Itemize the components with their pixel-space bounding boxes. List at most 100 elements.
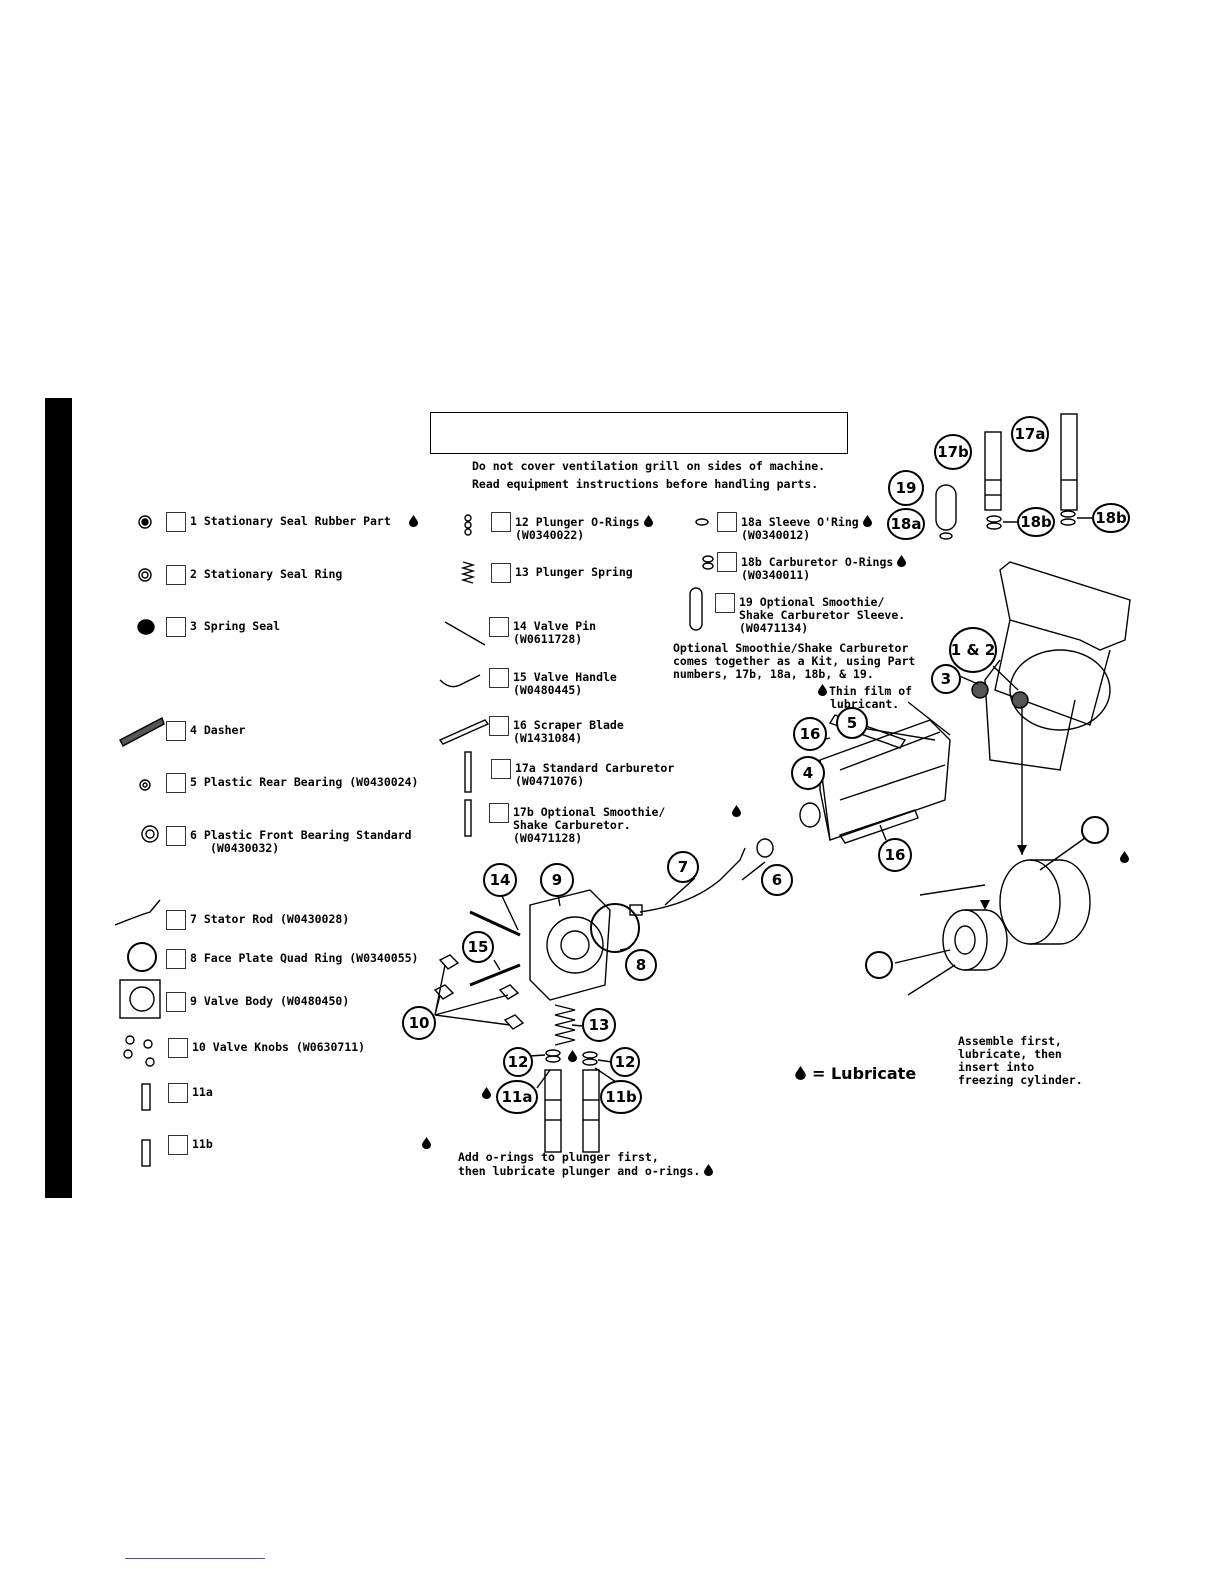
part-16-label: 16 Scraper Blade — [513, 718, 624, 732]
part-2-row[interactable]: 2 Stationary Seal Ring — [166, 565, 342, 585]
plunger-spring-drawing — [554, 1004, 576, 1046]
part-16-row[interactable]: 16 Scraper Blade(W1431084) — [489, 716, 624, 745]
callout-8: 8 — [636, 956, 646, 974]
callout-7: 7 — [678, 858, 688, 876]
seal-ring-small-drawing — [942, 909, 1008, 971]
part-17a-row[interactable]: 17a Standard Carburetor(W0471076) — [491, 759, 674, 788]
stator-rod-end — [629, 904, 643, 916]
checkbox-part-13[interactable] — [491, 563, 511, 583]
part-11b-label: 11b — [192, 1137, 213, 1151]
part-7-label: 7 Stator Rod (W0430028) — [190, 912, 350, 926]
checkbox-part-5[interactable] — [166, 773, 186, 793]
callout-10: 10 — [409, 1014, 430, 1032]
checkbox-part-4[interactable] — [166, 721, 186, 741]
part-19-code: (W0471134) — [739, 621, 809, 635]
checkbox-part-16[interactable] — [489, 716, 509, 736]
sleeve-19-drawing — [935, 484, 957, 531]
checkbox-part-11b[interactable] — [168, 1135, 188, 1155]
legend-text: = Lubricate — [812, 1064, 917, 1083]
part-9-row[interactable]: 9 Valve Body (W0480450) — [166, 992, 349, 1012]
callout-9: 9 — [552, 871, 562, 889]
checkbox-part-2[interactable] — [166, 565, 186, 585]
plunger-11a-icon — [141, 1083, 151, 1111]
callout-5: 5 — [847, 714, 857, 732]
callout-19: 19 — [896, 479, 917, 497]
part-8-row[interactable]: 8 Face Plate Quad Ring (W0340055) — [166, 949, 418, 969]
part-14-label: 14 Valve Pin — [513, 619, 597, 633]
checkbox-part-17a[interactable] — [491, 759, 511, 779]
part-15-row[interactable]: 15 Valve Handle(W0480445) — [489, 668, 617, 697]
part-4-row[interactable]: 4 Dasher — [166, 721, 245, 741]
callout-16-top: 16 — [800, 725, 821, 743]
lubricate-drop-icon — [818, 684, 827, 696]
checkbox-part-14[interactable] — [489, 617, 509, 637]
part-5-label: 5 Plastic Rear Bearing (W0430024) — [190, 775, 419, 789]
checkbox-part-8[interactable] — [166, 949, 186, 969]
part-11a-row[interactable]: 11a — [168, 1083, 213, 1103]
part-12-row[interactable]: 12 Plunger O-Rings(W0340022) — [491, 512, 653, 542]
part-12-code: (W0340022) — [515, 528, 585, 542]
part-1-row[interactable]: 1 Stationary Seal Rubber Part — [166, 512, 418, 532]
part-11a-label: 11a — [192, 1085, 213, 1099]
seal-ring-icon — [138, 568, 152, 582]
plunger-11b-drawing — [582, 1069, 600, 1153]
part-18a-code: (W0340012) — [741, 528, 811, 542]
part-18a-row[interactable]: 18a Sleeve O'Ring(W0340012) — [717, 512, 872, 542]
part-18b-row[interactable]: 18b Carburetor O-Rings(W0340011) — [717, 552, 907, 582]
valve-body-icon — [119, 979, 161, 1019]
checkbox-part-18b[interactable] — [717, 552, 737, 572]
plunger-note: Add o-rings to plunger first, then lubri… — [458, 1151, 714, 1178]
quad-ring-icon — [127, 942, 157, 972]
assemble-note: Assemble first, lubricate, then insert i… — [958, 1035, 1083, 1087]
spring-seal-drawing — [971, 681, 989, 699]
checkbox-part-11a[interactable] — [168, 1083, 188, 1103]
sleeve-icon — [689, 587, 703, 631]
scraper-blade-top — [828, 714, 907, 749]
checkbox-part-6[interactable] — [166, 826, 186, 846]
part-7-row[interactable]: 7 Stator Rod (W0430028) — [166, 910, 349, 930]
part-6-row[interactable]: 6 Plastic Front Bearing Standard(W043003… — [166, 826, 412, 855]
part-3-label: 3 Spring Seal — [190, 619, 281, 633]
checkbox-part-1[interactable] — [166, 512, 186, 532]
checkbox-part-9[interactable] — [166, 992, 186, 1012]
thin-film-line-2: lubricant. — [830, 697, 900, 711]
checkbox-part-15[interactable] — [489, 668, 509, 688]
part-3-row[interactable]: 3 Spring Seal — [166, 617, 280, 637]
part-13-row[interactable]: 13 Plunger Spring — [491, 563, 633, 583]
checkbox-part-19[interactable] — [715, 593, 735, 613]
black-side-bar — [45, 398, 72, 1198]
carburetor-17b-icon — [464, 799, 472, 837]
callout-3: 3 — [941, 670, 951, 688]
part-10-row[interactable]: 10 Valve Knobs (W0630711) — [168, 1038, 365, 1058]
part-14-row[interactable]: 14 Valve Pin(W0611728) — [489, 617, 596, 646]
part-19-row[interactable]: 19 Optional Smoothie/Shake Carburetor Sl… — [715, 593, 905, 635]
dasher-drawing — [799, 719, 951, 841]
checkbox-part-17b[interactable] — [489, 803, 509, 823]
checkbox-part-3[interactable] — [166, 617, 186, 637]
kit-note-line-2: comes together as a Kit, using Part — [673, 654, 916, 668]
callout-18a: 18a — [891, 515, 922, 533]
part-5-row[interactable]: 5 Plastic Rear Bearing (W0430024) — [166, 773, 418, 793]
assemble-line-2: lubricate, then — [958, 1047, 1062, 1061]
valve-handle-icon — [439, 674, 481, 688]
kit-note-line-3: numbers, 17b, 18a, 18b, & 19. — [673, 667, 874, 681]
part-11b-row[interactable]: 11b — [168, 1135, 213, 1155]
callout-14: 14 — [490, 871, 511, 889]
checkbox-part-12[interactable] — [491, 512, 511, 532]
part-17b-code: (W0471128) — [513, 831, 583, 845]
checkbox-part-18a[interactable] — [717, 512, 737, 532]
checkbox-part-7[interactable] — [166, 910, 186, 930]
part-10-label: 10 Valve Knobs (W0630711) — [192, 1040, 366, 1054]
lubricate-drop-icon — [643, 515, 653, 527]
part-15-code: (W0480445) — [513, 683, 583, 697]
quad-ring-drawing — [590, 903, 640, 953]
stator-rod-drawing — [639, 847, 746, 913]
part-1-label: 1 Stationary Seal Rubber Part — [190, 514, 391, 528]
part-17b-row[interactable]: 17b Optional Smoothie/Shake Carburetor.(… — [489, 803, 665, 845]
assemble-line-3: insert into — [958, 1060, 1035, 1074]
plunger-orings-drawing — [545, 1049, 598, 1066]
carburetor-orings-icon — [702, 555, 714, 570]
hopper-drawing — [994, 561, 1131, 731]
callout-12-left: 12 — [508, 1053, 529, 1071]
checkbox-part-10[interactable] — [168, 1038, 188, 1058]
